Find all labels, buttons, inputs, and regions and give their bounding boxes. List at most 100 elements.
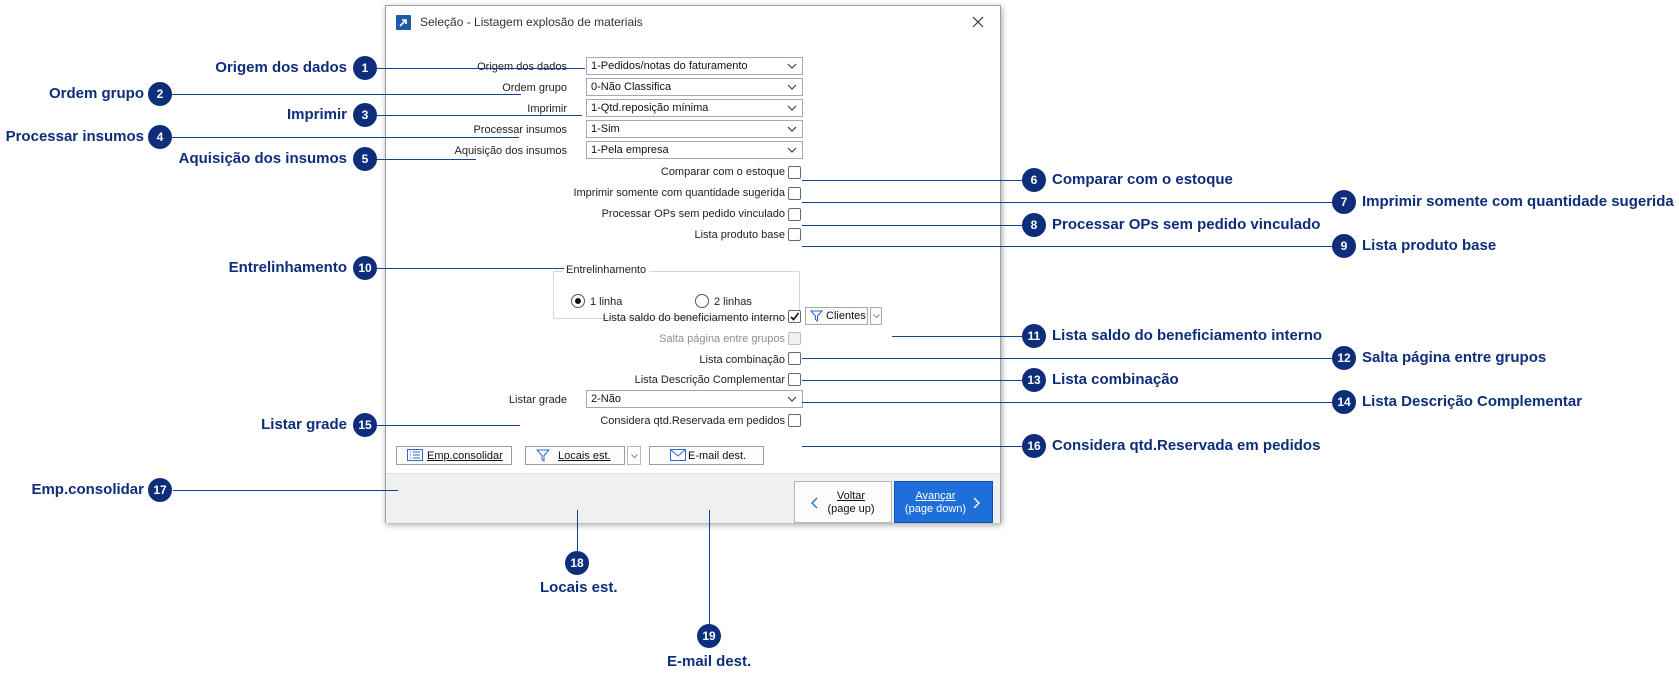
callout-label-4: Processar insumos [5,128,144,145]
ordem-grupo-value: 0-Não Classifica [591,81,672,93]
imprimir-sugerida-checkbox[interactable] [788,187,801,200]
callout-label-10: Entrelinhamento [228,259,347,276]
radio-selected-dot [575,298,581,304]
callout-badge-13: 13 [1022,368,1046,392]
ordem-grupo-select[interactable]: 0-Não Classifica [586,78,803,96]
list-icon [407,449,423,461]
callout-label-9: Lista produto base [1362,237,1497,254]
callout-line-8 [802,225,1030,226]
voltar-button[interactable]: Voltar (page up) [794,481,892,523]
processar-ops-checkbox[interactable] [788,208,801,221]
locais-est-button[interactable]: Locais est. [525,446,625,465]
callout-badge-3: 3 [353,103,377,127]
callout-label-16: Considera qtd.Reservada em pedidos [1052,437,1321,454]
callout-label-8: Processar OPs sem pedido vinculado [1052,216,1321,233]
considera-reservada-checkbox[interactable] [788,414,801,427]
callout-label-12: Salta página entre grupos [1362,349,1547,366]
email-dest-button[interactable]: E-mail dest. [649,446,764,465]
imprimir-value: 1-Qtd.reposição mínima [591,102,709,114]
callout-label-17: Emp.consolidar [31,481,144,498]
avancar-button[interactable]: Avançar (page down) [894,481,993,523]
origem-dados-value: 1-Pedidos/notas do faturamento [591,60,748,72]
radio-2-linhas[interactable] [695,294,709,308]
imprimir-select[interactable]: 1-Qtd.reposição mínima [586,99,803,117]
processar-ops-label: Processar OPs sem pedido vinculado [601,208,785,220]
app-icon [396,15,411,30]
aquisicao-insumos-select[interactable]: 1-Pela empresa [586,141,803,159]
clientes-button[interactable]: Clientes [805,307,868,325]
processar-insumos-value: 1-Sim [591,123,620,135]
callout-line-6 [802,180,1030,181]
comparar-estoque-checkbox[interactable] [788,166,801,179]
considera-reservada-label: Considera qtd.Reservada em pedidos [600,415,785,427]
callout-line-19 [709,510,710,627]
processar-insumos-select[interactable]: 1-Sim [586,120,803,138]
dialog-window: Seleção - Listagem explosão de materiais… [385,5,1001,523]
callout-line-1 [370,68,585,69]
close-icon[interactable] [968,12,988,32]
imprimir-label: Imprimir [527,103,567,115]
radio-2-linhas-label: 2 linhas [714,296,752,308]
radio-1-linha[interactable] [571,294,585,308]
clientes-dropdown[interactable] [870,307,882,325]
processar-insumos-label: Processar insumos [473,124,567,136]
callout-label-11: Lista saldo do beneficiamento interno [1052,327,1323,344]
callout-line-10 [370,268,564,269]
callout-line-7 [802,202,1340,203]
lista-produto-base-checkbox[interactable] [788,228,801,241]
callout-line-16 [802,446,1030,447]
aquisicao-insumos-label: Aquisição dos insumos [454,145,567,157]
listar-grade-select[interactable]: 2-Não [586,390,803,408]
callout-badge-2: 2 [148,82,172,106]
callout-badge-10: 10 [353,256,377,280]
chevron-down-icon [787,147,797,153]
callout-label-15: Listar grade [261,416,347,433]
emp-consolidar-button[interactable]: Emp.consolidar [396,446,512,465]
chevron-down-icon [787,126,797,132]
filter-icon [810,310,823,322]
callout-label-19: E-mail dest. [667,653,752,670]
callout-label-5: Aquisição dos insumos [178,150,347,167]
callout-line-17 [173,490,398,491]
callout-line-11 [892,336,1030,337]
email-dest-label: E-mail dest. [688,450,747,462]
locais-est-label: Locais est. [558,450,611,462]
entrelinhamento-group [553,271,800,319]
voltar-label: Voltar [836,490,866,502]
lista-produto-base-label: Lista produto base [694,229,785,241]
listar-grade-value: 2-Não [591,393,621,405]
origem-dados-select[interactable]: 1-Pedidos/notas do faturamento [586,57,803,75]
checkmark-icon [790,312,800,321]
callout-line-5 [370,159,476,160]
callout-label-13: Lista combinação [1052,371,1179,388]
listar-grade-label: Listar grade [508,394,567,406]
ordem-grupo-label: Ordem grupo [502,82,567,94]
lista-combinacao-checkbox[interactable] [788,352,801,365]
salta-pagina-label: Salta página entre grupos [659,333,785,345]
callout-badge-19: 19 [697,624,721,648]
chevron-down-icon [787,396,797,402]
callout-badge-8: 8 [1022,213,1046,237]
salta-pagina-checkbox[interactable] [788,332,801,345]
lista-saldo-label: Lista saldo do beneficiamento interno [602,312,785,324]
lista-descricao-label: Lista Descrição Complementar [634,374,785,386]
callout-badge-15: 15 [353,413,377,437]
lista-descricao-checkbox[interactable] [788,373,801,386]
callout-badge-14: 14 [1332,390,1356,414]
callout-badge-18: 18 [565,551,589,575]
callout-line-4 [172,137,519,138]
callout-line-15 [370,425,520,426]
clientes-label: Clientes [826,310,866,322]
callout-line-13 [802,380,1030,381]
locais-est-dropdown[interactable] [627,446,641,465]
filter-icon [536,449,550,462]
lista-saldo-checkbox[interactable] [788,310,801,323]
callout-label-3: Imprimir [286,106,347,123]
callout-badge-11: 11 [1022,324,1046,348]
comparar-estoque-label: Comparar com o estoque [660,166,785,178]
callout-badge-17: 17 [148,478,172,502]
chevron-down-icon [787,105,797,111]
envelope-icon [670,449,686,461]
callout-badge-5: 5 [353,147,377,171]
callout-badge-16: 16 [1022,434,1046,458]
